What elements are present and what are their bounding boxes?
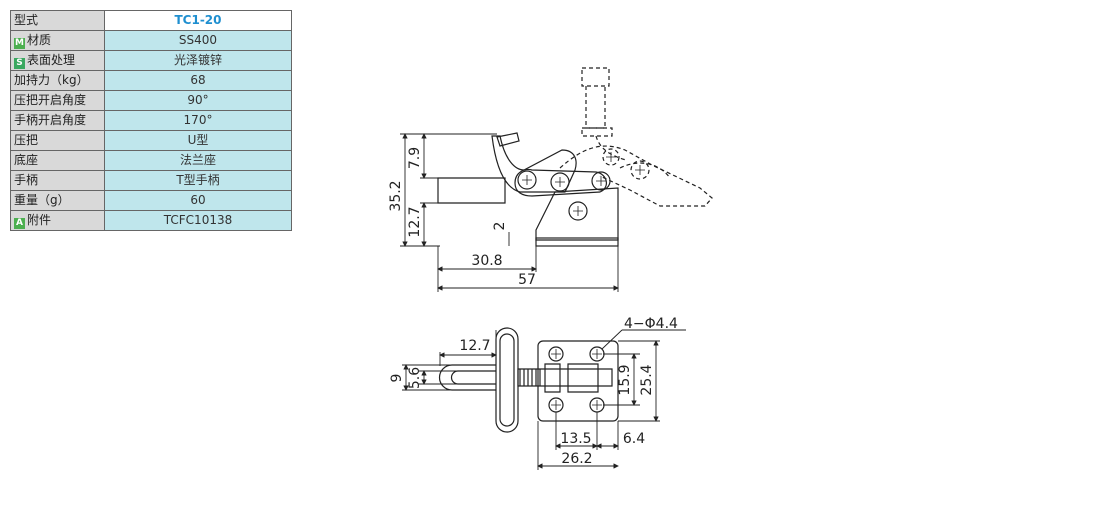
spec-label-text: 材质	[27, 33, 52, 47]
spec-value: SS400	[104, 30, 292, 51]
spec-label-text: 加持力（kg）	[14, 73, 89, 87]
dim-inner-width: 5.6	[407, 367, 423, 389]
dim-base-height: 12.7	[407, 206, 423, 237]
spec-label-text: 手柄开启角度	[14, 113, 87, 127]
t-handle	[495, 327, 519, 433]
spec-row: 手柄开启角度 170°	[10, 110, 292, 131]
dim-overall-height: 35.2	[388, 180, 404, 211]
spec-badge-icon: S	[14, 58, 25, 69]
dim-top-offset: 7.9	[407, 147, 423, 169]
spec-row: 压把开启角度 90°	[10, 90, 292, 111]
spec-label-text: 重量（g）	[14, 193, 70, 207]
spec-row: 手柄 T型手柄	[10, 170, 292, 191]
side-view-dimensions	[400, 133, 619, 292]
spec-label: 压把	[10, 130, 105, 151]
spec-value: 68	[104, 70, 292, 91]
pressing-arm	[491, 135, 577, 193]
dim-gap: 2	[492, 222, 508, 231]
top-view-crosshairs	[551, 349, 602, 410]
spec-value: TC1-20	[104, 10, 292, 31]
spec-badge-icon: A	[14, 218, 25, 229]
pivot-2	[550, 172, 570, 192]
spindle	[452, 364, 496, 391]
dim-base-width: 25.4	[639, 364, 655, 395]
spec-badge-icon: M	[14, 38, 25, 49]
spec-row: 加持力（kg） 68	[10, 70, 292, 91]
spec-label-text: 压把	[14, 133, 39, 147]
dim-tip-length: 12.7	[459, 338, 490, 354]
spec-label-text: 手柄	[14, 173, 39, 187]
spec-row: 底座 法兰座	[10, 150, 292, 171]
spec-label: 压把开启角度	[10, 90, 105, 111]
arm-tip	[496, 132, 520, 147]
pivot-3	[591, 171, 611, 191]
spec-label: 手柄	[10, 170, 105, 191]
side-view-crosshairs	[522, 152, 645, 216]
spec-value: U型	[104, 130, 292, 151]
spec-label-text: 底座	[14, 153, 39, 167]
base-bracket	[535, 187, 619, 241]
dim-overall-length: 57	[518, 272, 536, 288]
spec-label-text: 压把开启角度	[14, 93, 87, 107]
linkage-body	[517, 368, 613, 387]
dim-hole-pitch-x: 13.5	[560, 431, 591, 447]
spec-value: 光泽镀锌	[104, 50, 292, 71]
dim-outer-width: 9	[389, 374, 405, 383]
spec-label-text: 表面处理	[27, 53, 76, 67]
pivot-1	[517, 170, 537, 190]
spec-row: 压把 U型	[10, 130, 292, 151]
spec-value: T型手柄	[104, 170, 292, 191]
spec-label: 型式	[10, 10, 105, 31]
spec-label-text: 型式	[14, 13, 39, 27]
side-view-dimension-labels: 35.2 7.9 12.7 2 30.8 57	[388, 147, 536, 288]
dim-edge-offset: 6.4	[623, 431, 645, 447]
base-plate	[535, 237, 619, 247]
pivot-4	[568, 201, 588, 221]
spindle-arm	[437, 177, 506, 204]
spec-value: 法兰座	[104, 150, 292, 171]
spec-value: TCFC10138	[104, 210, 292, 231]
spec-label-text: 附件	[27, 213, 52, 227]
open-arm-dashed	[559, 67, 713, 207]
side-view	[437, 67, 713, 247]
dim-holes: 4−Φ4.4	[624, 316, 678, 332]
top-view-dimensions	[402, 329, 686, 470]
hole-1	[548, 346, 564, 362]
spec-label: 加持力（kg）	[10, 70, 105, 91]
spec-row: 型式 TC1-20	[10, 10, 292, 31]
spec-label: 手柄开启角度	[10, 110, 105, 131]
spec-value: 90°	[104, 90, 292, 111]
spec-label: 底座	[10, 150, 105, 171]
top-view-dimension-labels: 4−Φ4.4 12.7 9 5.6 15.9 25.4 13.5 6.4 26.…	[389, 316, 678, 467]
spec-row: 重量（g） 60	[10, 190, 292, 211]
dim-hole-pitch-y: 15.9	[617, 364, 633, 395]
link-plate	[514, 168, 607, 197]
dim-reach: 30.8	[471, 253, 502, 269]
dim-base-length: 26.2	[561, 451, 592, 467]
spec-value: 60	[104, 190, 292, 211]
spec-value: 170°	[104, 110, 292, 131]
base-plate-top	[537, 340, 619, 422]
spec-label: 重量（g）	[10, 190, 105, 211]
